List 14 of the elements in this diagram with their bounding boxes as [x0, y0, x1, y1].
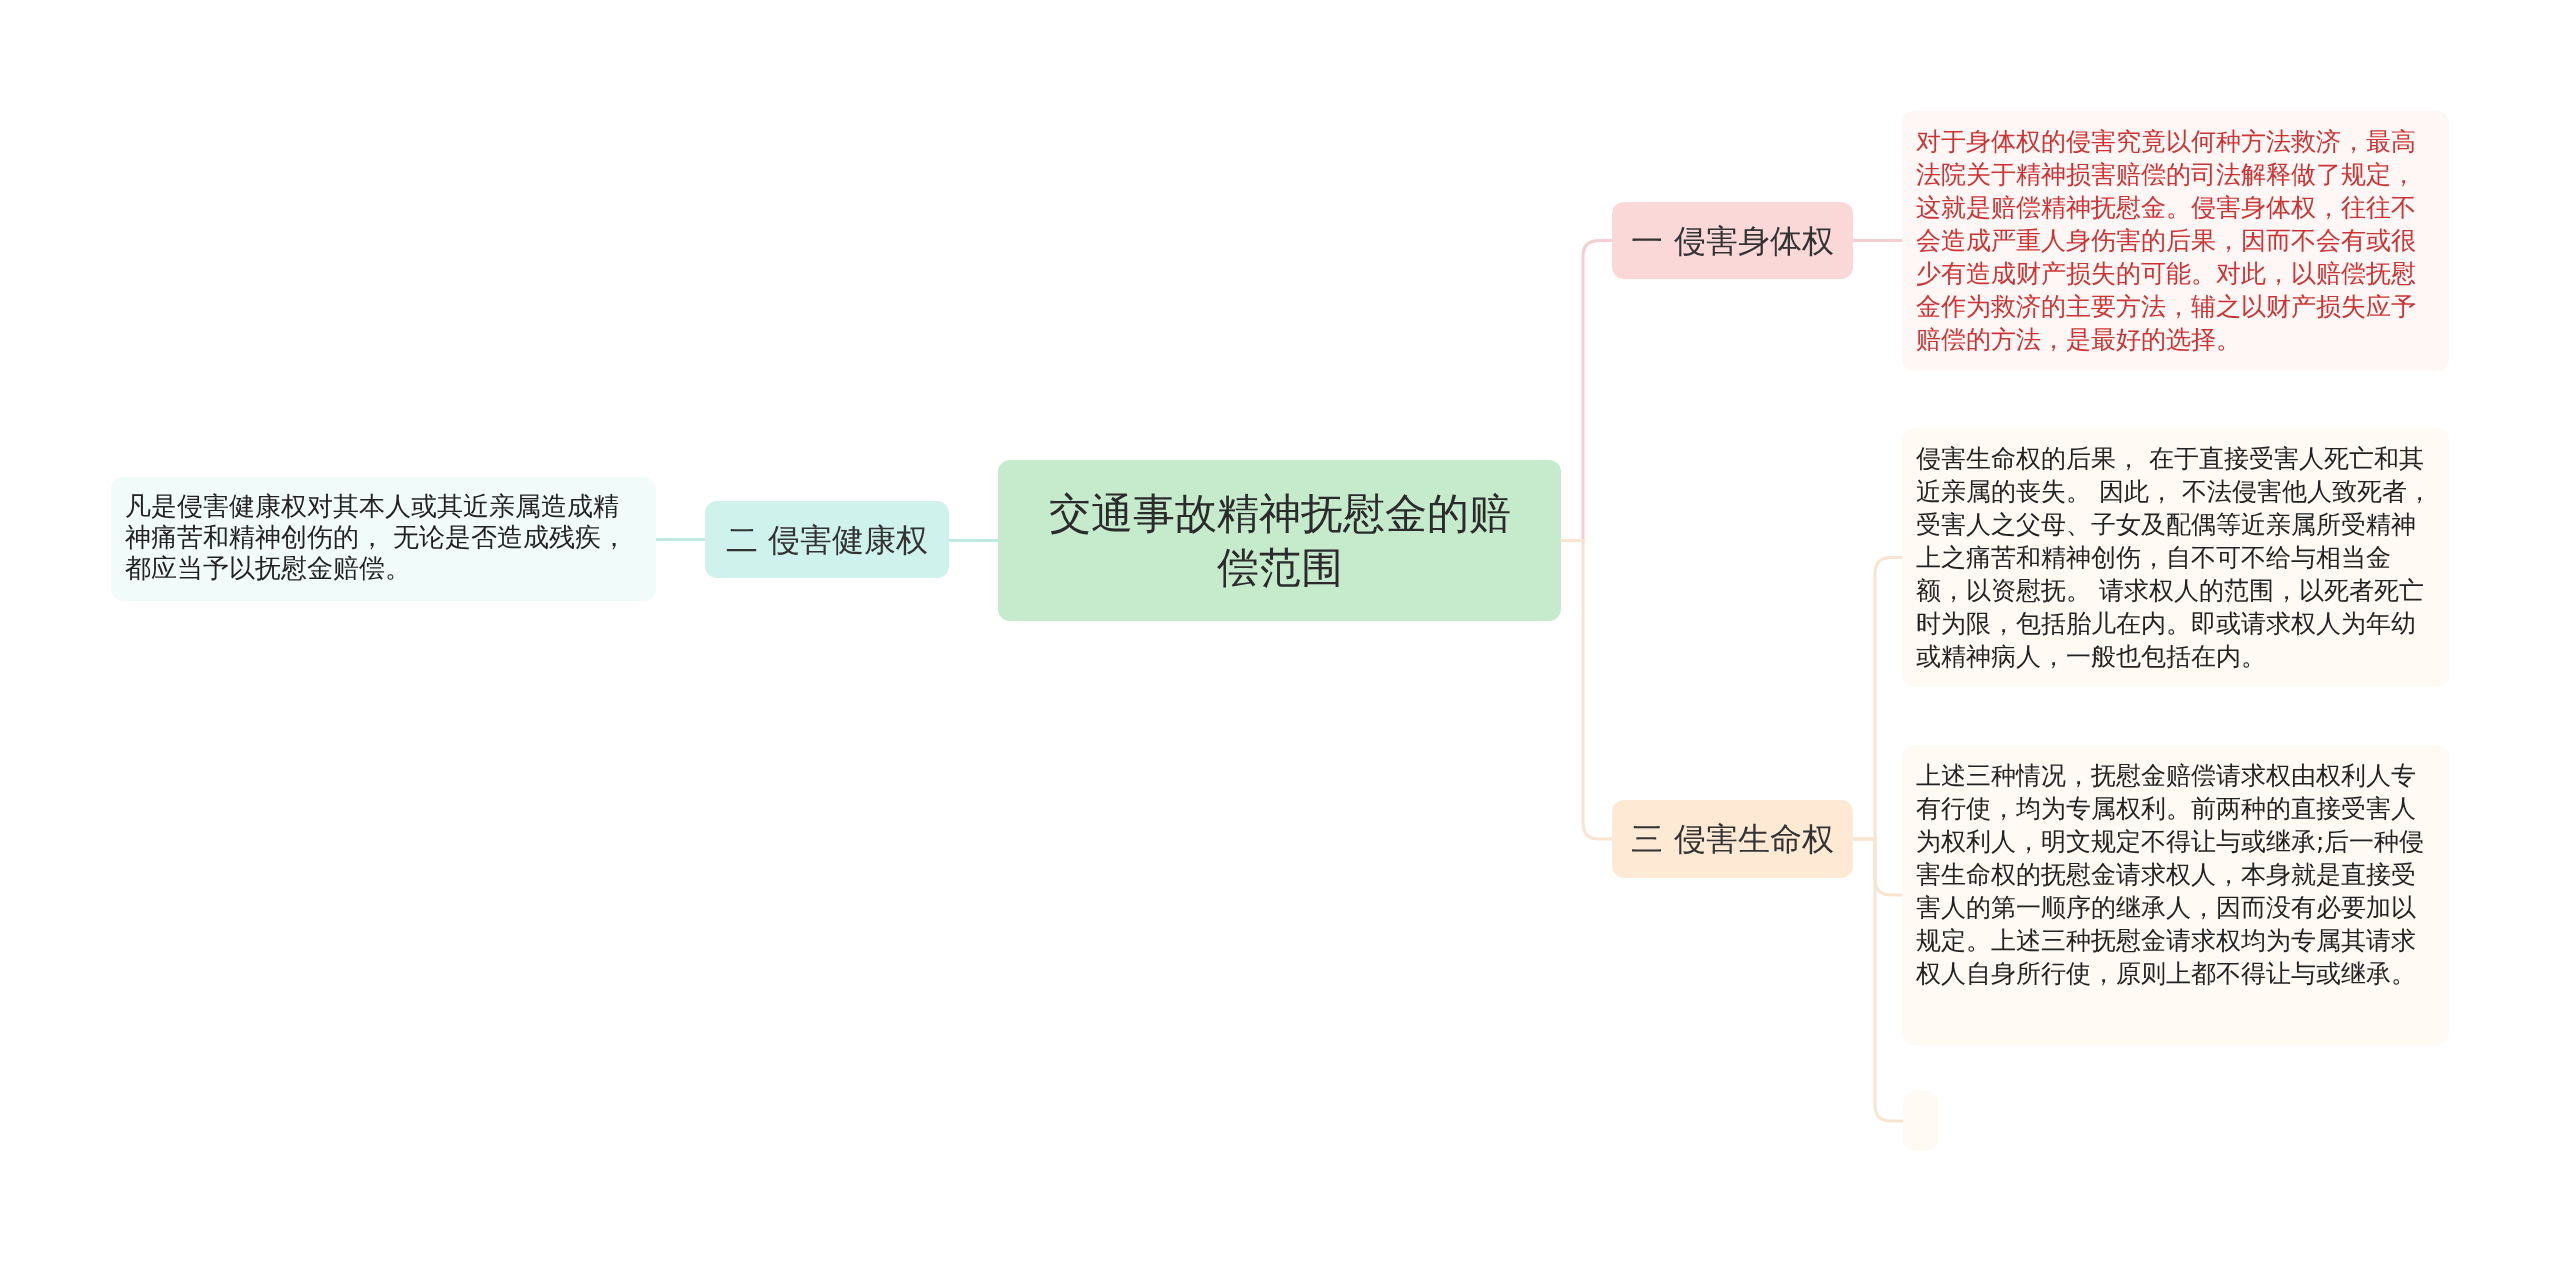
note-box: 对于身体权的侵害究竟以何种方法救济，最高法院关于精神损害赔偿的司法解释做了规定，这就是赔偿精神抚慰金。侵害身体权，往往不会造成严重人身伤害的后果，因而不会有或很少有造成财产损失的可能。对此，以赔偿抚慰金作为救济的主要方法，辅之以财产损失应予赔偿的方法，是最好的选择。: [1902, 111, 2449, 371]
note-box: 侵害生命权的后果， 在于直接受害人死亡和其近亲属的丧失。 因此， 不法侵害他人致死者，受害人之父母、子女及配偶等近亲属所受精神上之痛苦和精神创伤，自不可不给与相当金额，以资慰抚。 请求权人的范围，以死者死亡时为限，包括胎儿在内。即或请求权人为年幼或精神病人，一般也包括在内。: [1902, 428, 2449, 687]
connector: [1853, 837, 1903, 1123]
branch-box: 二 侵害健康权: [705, 501, 949, 578]
connector: [1853, 239, 1902, 242]
topic-box: 交通事故精神抚慰金的赔偿范围: [998, 460, 1561, 621]
empty-box: [1903, 1091, 1938, 1151]
note-box: 凡是侵害健康权对其本人或其近亲属造成精神痛苦和精神创伤的， 无论是否造成残疾，都应当予以抚慰金赔偿。: [111, 477, 656, 601]
branch-box: 一 侵害身体权: [1612, 202, 1853, 279]
connector: [949, 539, 998, 542]
connector: [1561, 539, 1612, 841]
connector: [656, 538, 705, 541]
note-box: 上述三种情况，抚慰金赔偿请求权由权利人专有行使，均为专属权利。前两种的直接受害人为权利人，明文规定不得让与或继承;后一种侵害生命权的抚慰金请求权人，本身就是直接受害人的第一顺序的继承人，因而没有必要加以规定。上述三种抚慰金请求权均为专属其请求权人自身所行使，原则上都不得让与或继承。: [1902, 745, 2449, 1045]
branch-box: 三 侵害生命权: [1612, 800, 1853, 878]
